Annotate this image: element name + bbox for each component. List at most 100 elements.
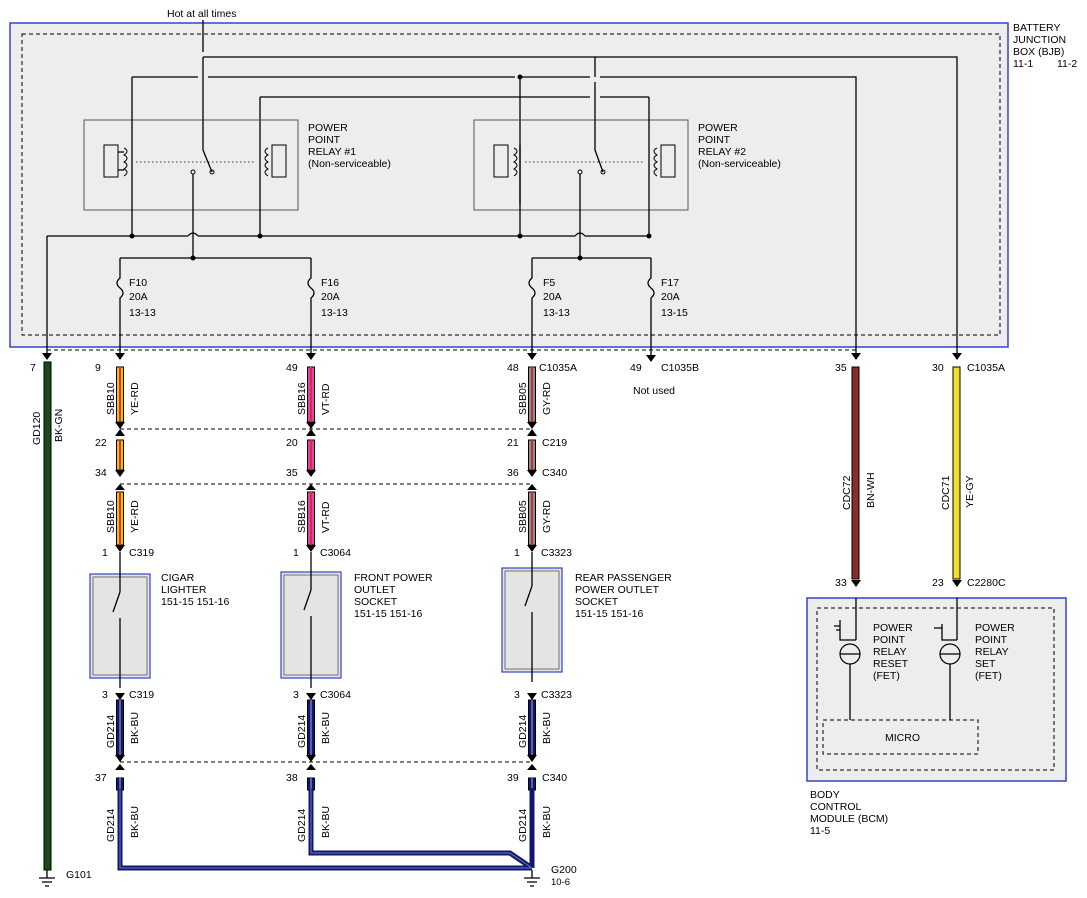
connector-arrow — [115, 422, 125, 429]
load-label: 151-15 151-16 — [575, 608, 643, 620]
relay2-l3: RELAY #2 — [698, 146, 746, 158]
bcm-micro-label: MICRO — [885, 732, 920, 744]
pin-c340-return: 37 — [95, 772, 107, 784]
circuit-id: SBB10 — [105, 382, 117, 415]
circuit-id: GD214 — [105, 809, 117, 842]
wire-color: YE-RD — [129, 500, 141, 533]
circuit-id: GD214 — [105, 715, 117, 748]
conn-bjb: C1035A — [539, 362, 577, 374]
circuit-id: SBB10 — [105, 500, 117, 533]
load-label: OUTLET — [354, 584, 396, 596]
fuse-f10: F10 20A 13-13 — [116, 258, 156, 355]
svg-text:30: 30 — [932, 362, 944, 374]
bcm-reset-l4: RESET — [873, 658, 909, 670]
svg-text:F5: F5 — [543, 277, 555, 289]
unused-conn: C1035B — [661, 362, 699, 374]
pin-c219: 21 — [507, 437, 519, 449]
bcm-reset-l2: POINT — [873, 634, 906, 646]
connector-arrow — [527, 422, 537, 429]
bcm-box — [806, 597, 1067, 782]
svg-text:13-13: 13-13 — [129, 307, 156, 319]
ground-g200: G200 — [551, 864, 577, 876]
gnd-pin: 7 — [30, 362, 36, 374]
pin-return: 3 — [293, 689, 299, 701]
connector-arrow — [306, 429, 316, 490]
pin-c219: 22 — [95, 437, 107, 449]
connector-arrow — [306, 422, 316, 429]
load-label: FRONT POWER — [354, 572, 433, 584]
fuse-f16: F16 20A 13-13 — [307, 258, 348, 355]
wire-color: BK-BU — [320, 806, 332, 838]
svg-text:23: 23 — [932, 577, 944, 589]
connector-arrow — [306, 470, 316, 477]
circuit-id: SBB05 — [517, 500, 529, 533]
wire-color: GY-RD — [541, 382, 553, 415]
bjb-label-3: BOX (BJB) — [1013, 46, 1064, 58]
relay1-l2: POINT — [308, 134, 341, 146]
wire-color: VT-RD — [320, 383, 332, 415]
load-label: POWER OUTLET — [575, 584, 660, 596]
unused-pin: 49 — [630, 362, 642, 374]
svg-text:13-15: 13-15 — [661, 307, 688, 319]
bcm-name-l4: 11-5 — [810, 825, 830, 837]
circuit-id: GD214 — [296, 809, 308, 842]
connector-arrow — [115, 545, 125, 552]
pin-c340-return: 39 — [507, 772, 519, 784]
wire-color: GY-RD — [541, 500, 553, 533]
conn-load: C319 — [129, 547, 154, 559]
conn-c219: C219 — [542, 437, 567, 449]
ground-g101: G101 — [66, 869, 92, 881]
bjb-ref-1: 11-1 — [1013, 58, 1033, 70]
bcm-set-l3: RELAY — [975, 646, 1009, 658]
load-label: SOCKET — [575, 596, 619, 608]
pin-load: 1 — [102, 547, 108, 559]
conn-return: C3064 — [320, 689, 351, 701]
svg-text:13-13: 13-13 — [321, 307, 348, 319]
bjb-box — [9, 22, 1009, 348]
wire-color: BK-BU — [541, 806, 553, 838]
wire-color: BK-BU — [541, 712, 553, 744]
unused-label: Not used — [633, 385, 675, 397]
pin-c340: 36 — [507, 467, 519, 479]
bcm-set-l5: (FET) — [975, 670, 1002, 682]
bcm-set-l4: SET — [975, 658, 996, 670]
wire-color: BK-BU — [320, 712, 332, 744]
svg-text:F10: F10 — [129, 277, 147, 289]
connector-arrow — [527, 545, 537, 552]
connector-arrow — [115, 429, 125, 490]
bcm-set-l1: POWER — [975, 622, 1015, 634]
svg-text:20A: 20A — [543, 291, 562, 303]
load-label: LIGHTER — [161, 584, 207, 596]
pin-return: 3 — [102, 689, 108, 701]
bjb-ref-2: 11-2 — [1057, 58, 1077, 70]
switch — [303, 552, 312, 688]
svg-text:YE-GY: YE-GY — [964, 475, 976, 508]
wire-color: BK-BU — [129, 806, 141, 838]
bcm-reset-l5: (FET) — [873, 670, 900, 682]
relay2-l2: POINT — [698, 134, 731, 146]
circuit-id: SBB16 — [296, 500, 308, 533]
conn-c340-return: C340 — [542, 772, 567, 784]
relay2-l4: (Non-serviceable) — [698, 158, 781, 170]
pin-bjb: 48 — [507, 362, 519, 374]
svg-text:CDC72: CDC72 — [841, 475, 853, 510]
load-label: SOCKET — [354, 596, 398, 608]
fuse-f17: F17 20A 13-15 — [647, 258, 688, 360]
circuit-id: GD214 — [517, 715, 529, 748]
switch — [112, 552, 121, 688]
conn-return: C3323 — [541, 689, 572, 701]
conn-load: C3323 — [541, 547, 572, 559]
connector-arrow — [115, 470, 125, 477]
pin-load: 1 — [293, 547, 299, 559]
svg-text:35: 35 — [835, 362, 847, 374]
wire-color: YE-RD — [129, 382, 141, 415]
bcm-name-l2: CONTROL — [810, 801, 861, 813]
relay1-l4: (Non-serviceable) — [308, 158, 391, 170]
bcm-wire-cdc72: 35 CDC72 BN-WH 33 — [835, 362, 877, 589]
pin-load: 1 — [514, 547, 520, 559]
circuit-id: SBB05 — [517, 382, 529, 415]
conn-load: C3064 — [320, 547, 351, 559]
gnd-circuit: GD120 — [31, 412, 43, 445]
